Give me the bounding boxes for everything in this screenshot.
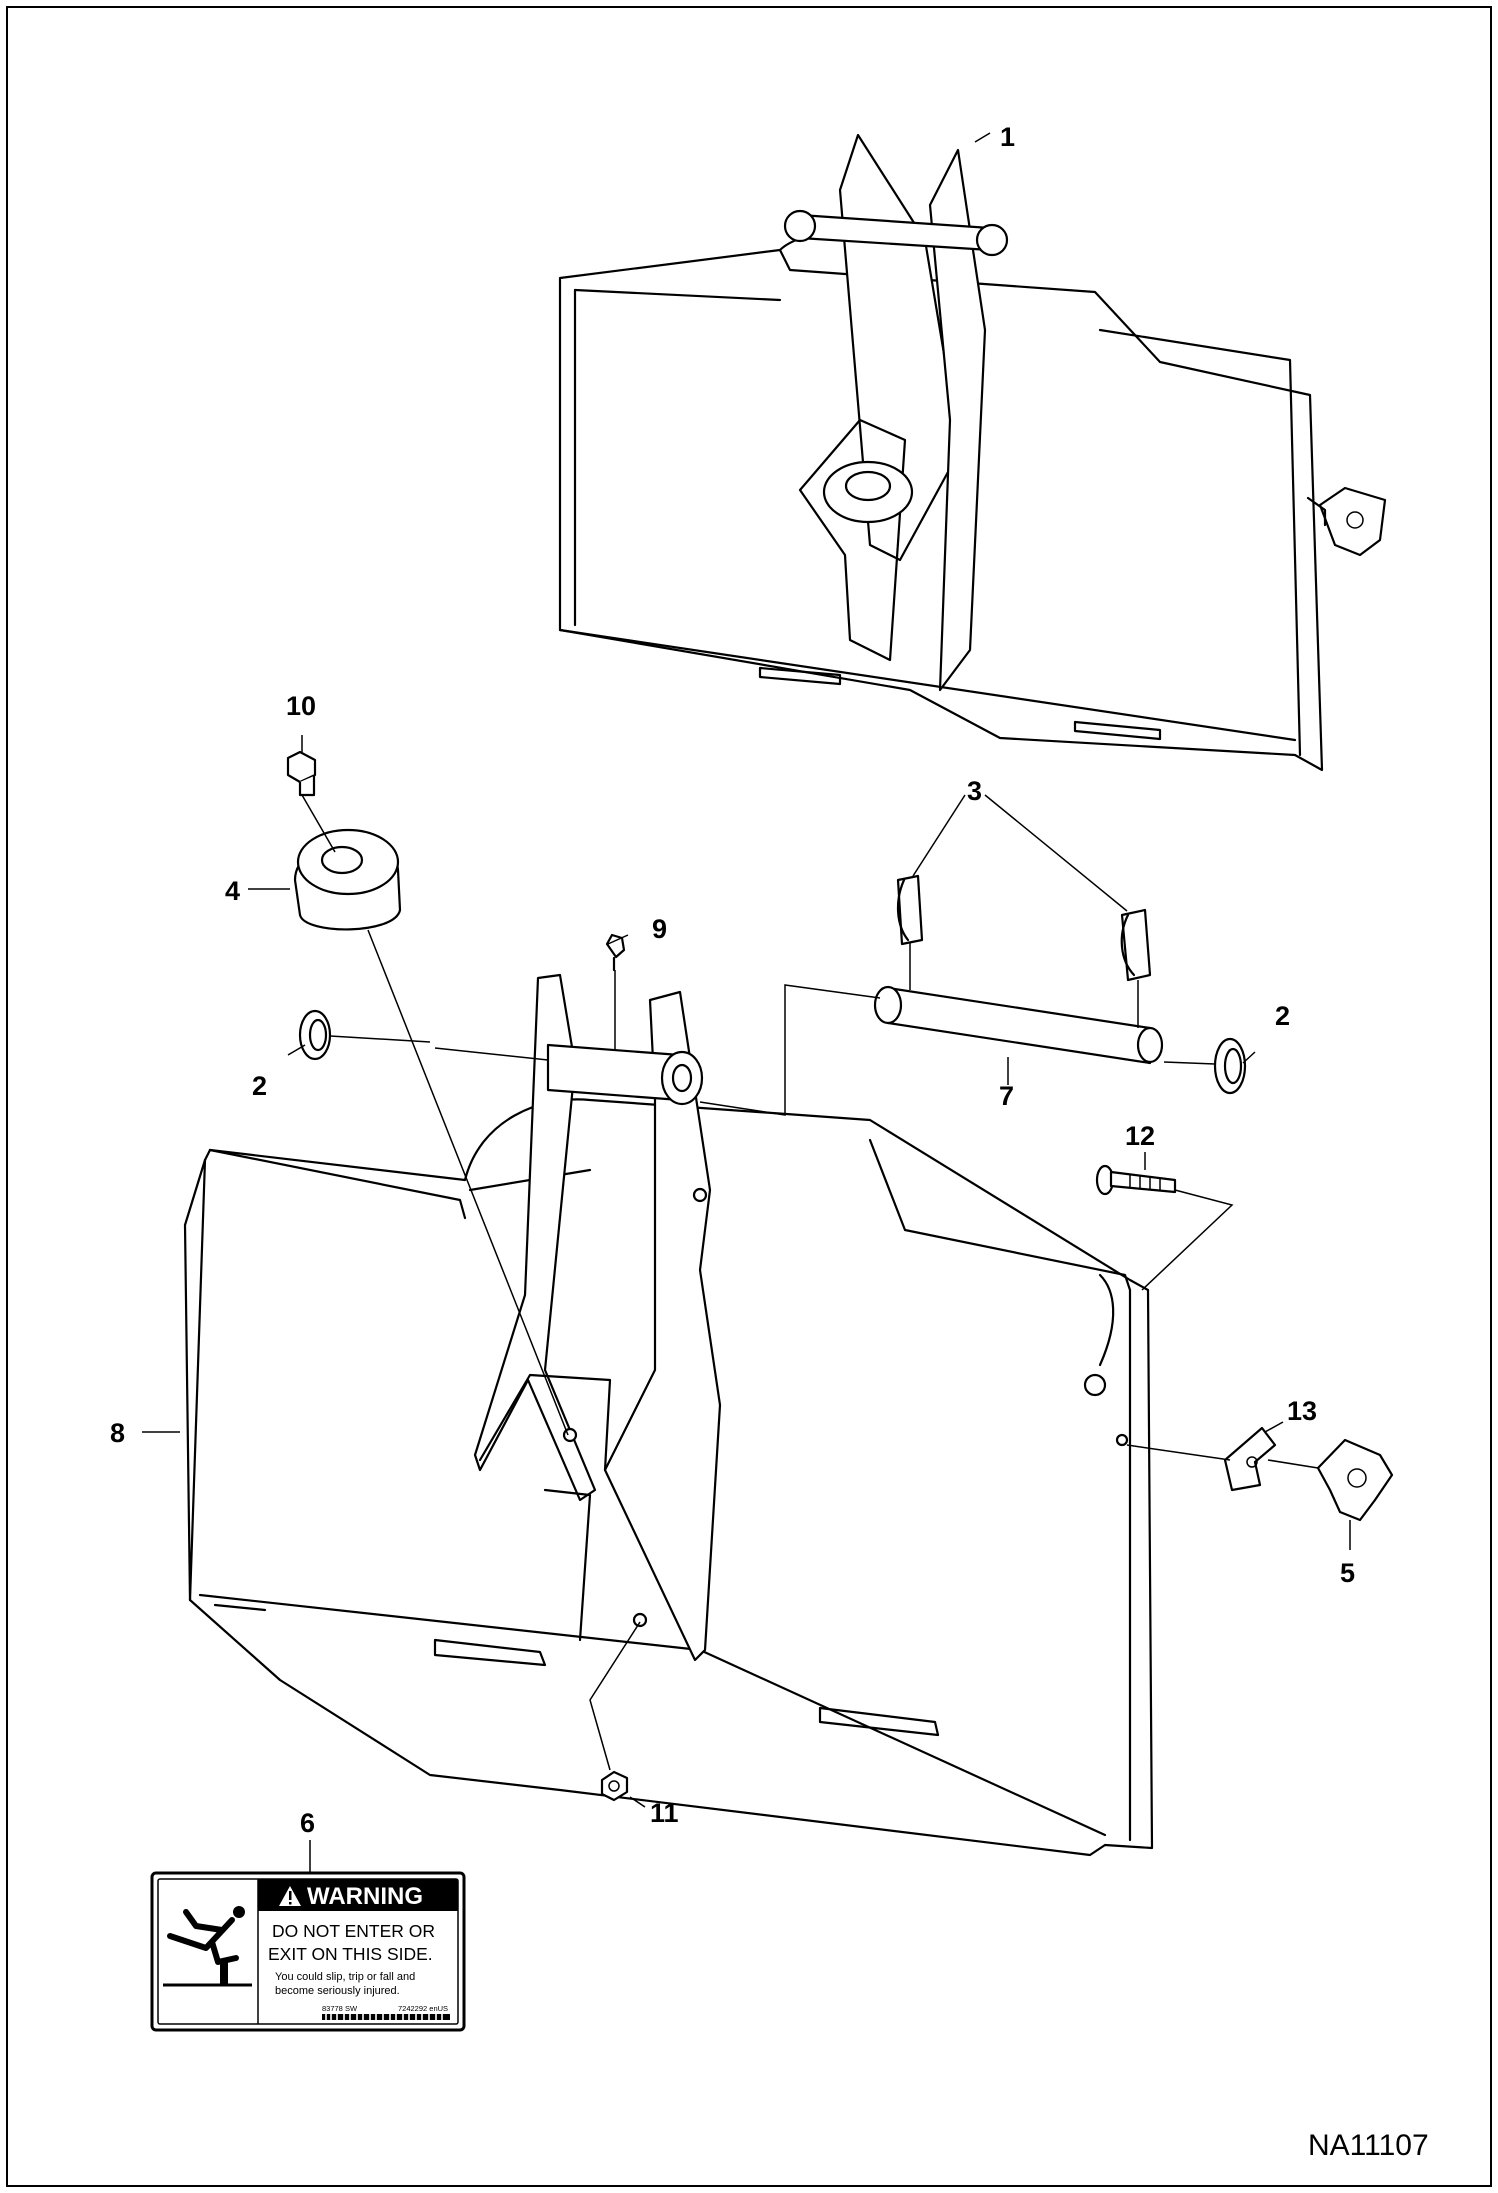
barcode [322, 2014, 450, 2020]
hex-nut [600, 1770, 629, 1802]
decal-line-2: EXIT ON THIS SIDE. [268, 1944, 433, 1964]
warning-decal: WARNING DO NOT ENTER OR EXIT ON THIS SID… [150, 1871, 466, 2032]
callout-10: 10 [286, 691, 316, 721]
leader-lines [142, 132, 1351, 1872]
decal-heading: WARNING [307, 1883, 423, 1910]
bolt-top [286, 750, 317, 797]
warning-triangle-icon [279, 1886, 301, 1906]
decal-code-right: 7242292 enUS [398, 2004, 448, 2013]
callout-1: 1 [1000, 122, 1015, 152]
callout-12: 12 [1125, 1121, 1155, 1151]
rubber-bumper [293, 828, 402, 931]
callout-7: 7 [999, 1081, 1014, 1111]
falling-person-icon [163, 1906, 252, 1987]
decal-code-left: 83778 SW [322, 2004, 358, 2013]
assembled-plate-top [558, 133, 1387, 772]
plate-assembly-exploded [183, 973, 1154, 1857]
washer-right [1213, 1037, 1247, 1095]
callout-9: 9 [652, 914, 667, 944]
star-knob [1316, 1438, 1394, 1522]
callout-11: 11 [650, 1798, 679, 1828]
carriage-bolt [1095, 1164, 1177, 1196]
figure-reference: NA11107 [1308, 2129, 1429, 2162]
callout-2-left: 2 [252, 1071, 267, 1101]
callout-4: 4 [225, 876, 240, 906]
callout-5: 5 [1340, 1558, 1355, 1588]
decal-line-4: become seriously injured. [275, 1985, 400, 1997]
grease-fitting [605, 933, 626, 972]
callouts: 1 10 4 9 3 2 2 7 12 13 8 5 11 6 [110, 122, 1355, 1838]
decal-line-1: DO NOT ENTER OR [272, 1921, 435, 1941]
lynch-pin-left [896, 874, 924, 946]
callout-8: 8 [110, 1418, 125, 1448]
diagram-frame [6, 6, 1492, 2187]
callout-6: 6 [300, 1808, 315, 1838]
pivot-pin [873, 985, 1164, 1065]
decal-line-3: You could slip, trip or fall and [275, 1971, 415, 1983]
callout-13: 13 [1287, 1396, 1317, 1426]
spring-clip [1223, 1426, 1277, 1492]
callout-3: 3 [967, 776, 982, 806]
lynch-pin-right [1120, 908, 1152, 982]
washer-left [298, 1009, 332, 1061]
callout-2-right: 2 [1275, 1001, 1290, 1031]
